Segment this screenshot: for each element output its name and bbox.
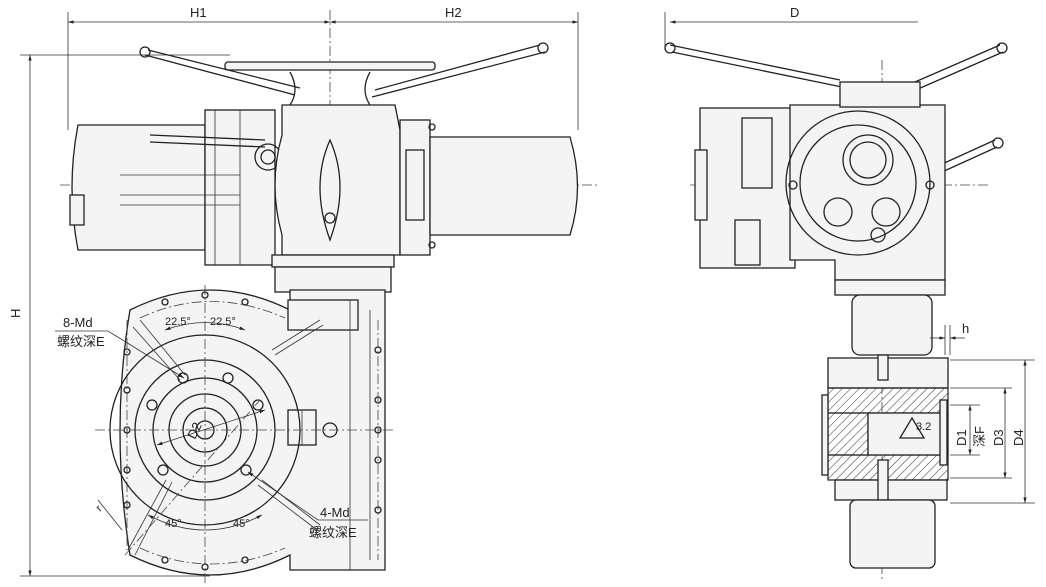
callout-4-md-depth: 螺纹深E <box>309 525 357 540</box>
gearbox <box>55 285 395 585</box>
dim-h-small-label: h <box>962 321 969 336</box>
dim-d4-label: D4 <box>1011 429 1026 446</box>
side-view: D 3.2 <box>664 5 1035 580</box>
handwheel <box>139 42 549 106</box>
dim-d-label: D <box>790 5 799 20</box>
angle-right-top: 22.5° <box>210 316 236 328</box>
angle-left-bottom: 45° <box>165 518 182 530</box>
front-view: H1 H2 H <box>8 5 600 585</box>
roughness-label: 3.2 <box>916 421 931 433</box>
right-motor <box>399 119 579 256</box>
central-housing <box>271 104 401 293</box>
dim-h2-label: H2 <box>445 5 462 20</box>
angle-left-top: 22.5° <box>165 316 191 328</box>
left-motor <box>69 109 282 266</box>
angle-right-bottom: 45° <box>233 518 250 530</box>
callout-8-md: 8-Md <box>63 315 93 330</box>
callout-4-md: 4-Md <box>320 505 350 520</box>
dim-h1-label: H1 <box>190 5 207 20</box>
dim-depth-f-label: 深F <box>972 426 987 447</box>
dim-d2-label: D2 <box>184 420 205 441</box>
dim-d3-label: D3 <box>991 429 1006 446</box>
dim-h-label: H <box>8 309 23 318</box>
callout-8-md-depth: 螺纹深E <box>57 334 105 349</box>
dim-d1-label: D1 <box>954 429 969 446</box>
dim-r-label: r <box>94 503 105 514</box>
dim-d2-line <box>156 409 266 446</box>
